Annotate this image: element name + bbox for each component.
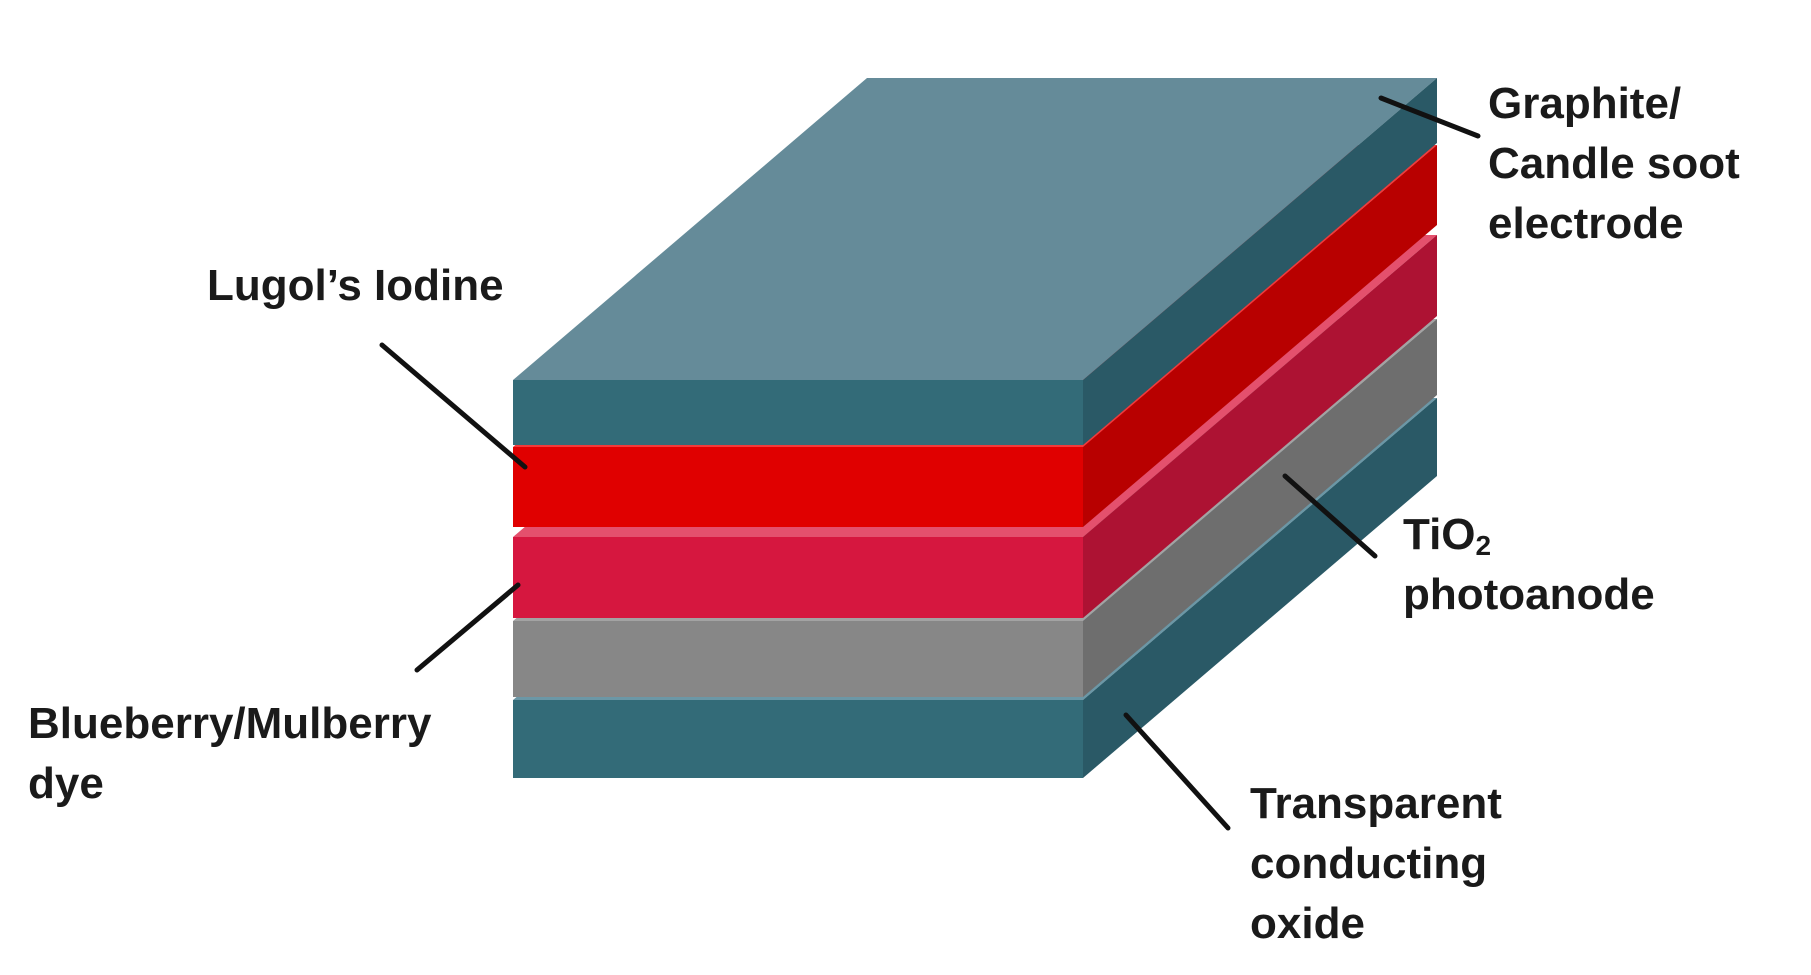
label-electrode-line-3: electrode	[1488, 199, 1684, 248]
tco-layer-side-face	[1083, 398, 1437, 778]
leader-line-electrode	[1378, 95, 1481, 139]
graphite-layer-top-face	[513, 78, 1437, 380]
label-tco-line-3: oxide	[1250, 899, 1365, 948]
graphite-layer-side-face	[1083, 78, 1437, 445]
label-electrode-line-2: Candle soot	[1488, 139, 1740, 188]
dye-layer-side-face	[1083, 235, 1437, 618]
dye-layer-front-face	[513, 537, 1083, 618]
label-tco: Transparent conducting oxide	[1250, 774, 1502, 954]
label-electrode-line-1: Graphite/	[1488, 79, 1682, 128]
label-dye: Blueberry/Mulberry dye	[28, 694, 431, 814]
leader-line-iodine	[379, 342, 528, 470]
iodine-layer-front-face	[513, 447, 1083, 527]
label-tco-line-2: conducting	[1250, 839, 1488, 888]
tio2-layer-front-face	[513, 621, 1083, 697]
label-dye-line-1: Blueberry/Mulberry	[28, 699, 432, 748]
leader-line-dye	[414, 582, 521, 673]
label-tco-line-1: Transparent	[1250, 779, 1502, 828]
leader-line-tco	[1123, 712, 1231, 831]
tio2-layer-side-face	[1083, 319, 1437, 697]
label-dye-line-2: dye	[28, 759, 104, 808]
label-iodine: Lugol’s Iodine	[207, 256, 504, 316]
leader-lines	[379, 95, 1481, 831]
label-iodine-line-1: Lugol’s Iodine	[207, 261, 504, 310]
label-tio2: TiO2 photoanode	[1403, 505, 1655, 625]
iodine-layer-side-face	[1083, 145, 1437, 527]
label-tio2-subscript: 2	[1475, 530, 1492, 561]
graphite-layer-front-face	[513, 380, 1083, 445]
label-electrode: Graphite/ Candle soot electrode	[1488, 74, 1740, 254]
label-tio2-line-2: photoanode	[1403, 570, 1655, 619]
label-tio2-formula: TiO	[1403, 510, 1476, 559]
label-tio2-line-1: TiO2	[1403, 505, 1655, 565]
layer-stack	[513, 78, 1437, 778]
leader-line-tio2	[1282, 473, 1378, 559]
tco-layer-front-face	[513, 700, 1083, 778]
